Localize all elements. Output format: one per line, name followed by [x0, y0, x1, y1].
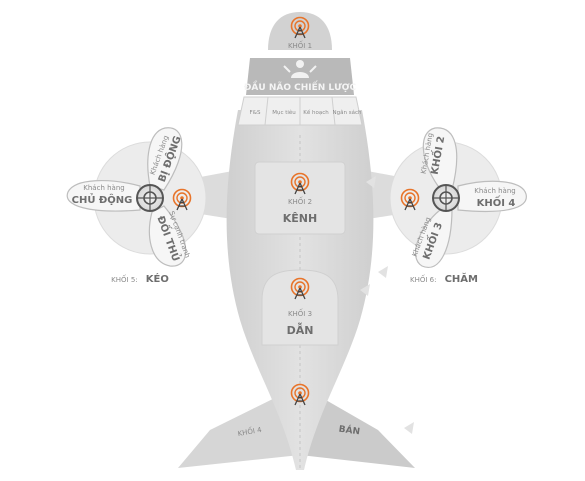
segment-ke-hoach: Kế hoạch: [303, 109, 329, 116]
block2-panel: [254, 161, 346, 235]
head-segments: F&S Mục tiêu Kế hoạch Ngân sách: [237, 96, 363, 126]
person-icon: [283, 60, 317, 78]
hub-icon: [432, 184, 460, 212]
left-caption-small: KHỐI 5:: [111, 274, 137, 284]
right-caption-big: CHĂM: [445, 272, 478, 285]
block2-small: KHỐI 2: [288, 196, 312, 206]
left-tail-fin: [178, 388, 300, 468]
right-blade-right-small: Khách hàng: [474, 187, 515, 195]
left-blade-doi-thu: [148, 205, 187, 267]
segment-muc-tieu: Mục tiêu: [272, 109, 296, 116]
right-blade-right: [457, 180, 527, 213]
segment-ngan-sach: Ngân sách: [333, 109, 362, 116]
left-blade-bi-dong: [147, 127, 183, 191]
block3-small: KHỐI 3: [288, 308, 312, 318]
segment-fs: F&S: [250, 110, 261, 116]
left-blade-left-small: Khách hàng: [83, 184, 124, 192]
right-caption: KHỐI 6: CHĂM: [410, 267, 478, 286]
block4-big: BÁN: [338, 423, 361, 438]
left-blade-left-big: CHỦ ĐỘNG: [72, 192, 133, 206]
right-tail-fin: [300, 388, 415, 468]
block3-panel: [261, 269, 339, 346]
motion-arrows: [360, 176, 414, 434]
right-blade-top: [422, 127, 458, 191]
right-blade-bottom: [414, 207, 453, 268]
right-blade-right-big: KHỐI 4: [477, 194, 516, 209]
block2-big: KÊNH: [283, 212, 317, 225]
right-propeller: Khách hàng KHỐI 2 Khách hàng KHỐI 4 Khác…: [389, 127, 527, 268]
left-caption-big: KÉO: [146, 272, 169, 285]
left-caption: KHỐI 5: KÉO: [111, 267, 169, 286]
hub-icon: [136, 184, 164, 212]
right-caption-small: KHỐI 6:: [410, 274, 436, 284]
head-title: ĐẦU NÃO CHIẾN LƯỢC: [244, 80, 357, 93]
left-blade-chu-dong: [66, 180, 141, 212]
block3-big: DẪN: [287, 322, 314, 337]
nose-label: KHỐI 1: [288, 40, 312, 50]
left-propeller: Khách hàng CHỦ ĐỘNG Khách hàng BỊ ĐỘNG S…: [66, 127, 207, 267]
